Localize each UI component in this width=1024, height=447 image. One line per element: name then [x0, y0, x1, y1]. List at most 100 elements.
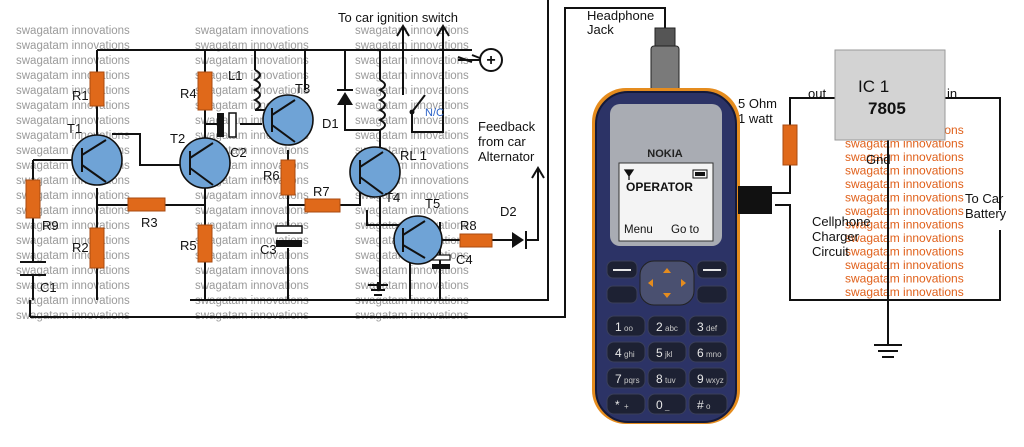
- capacitors: [20, 112, 451, 276]
- diode-d2: [512, 232, 524, 248]
- ic-gnd-label: Gnd: [866, 152, 891, 167]
- softkey-right-label: Go to: [671, 224, 699, 236]
- watermark-text: swagatam innovations: [355, 265, 469, 277]
- resistor-r9: [25, 179, 41, 219]
- watermark-text: swagatam innovations: [845, 164, 964, 178]
- watermark-text: swagatam innovations: [195, 25, 309, 37]
- watermark-text: swagatam innovations: [16, 25, 130, 37]
- diode-d1: [337, 92, 353, 105]
- watermark-text: swagatam innovations: [355, 70, 469, 82]
- component-labels: R1 R2 R3 R4 R5 R6 R7 R8 R9 T1 T2 T3 T4 T…: [40, 68, 517, 295]
- key-letters: o: [706, 402, 711, 411]
- label-c1: C1: [40, 280, 57, 295]
- nav-pad[interactable]: [639, 260, 695, 306]
- ic-in-label: in: [947, 86, 957, 101]
- label-c2: C2: [230, 145, 247, 160]
- key-letters: jkl: [664, 350, 673, 359]
- capacitor-c1: [20, 261, 46, 276]
- key-number: 2: [656, 320, 663, 334]
- resistor-r5: [197, 224, 213, 263]
- key-letters: abc: [665, 324, 678, 333]
- transistor-t1: [71, 134, 123, 186]
- positive-terminal-label: +: [486, 52, 495, 69]
- watermark-text: swagatam innovations: [16, 70, 130, 82]
- label-r4: R4: [180, 86, 197, 101]
- label-r5: R5: [180, 238, 197, 253]
- label-t2: T2: [170, 131, 185, 146]
- transistor-t2: [179, 137, 231, 189]
- end-button[interactable]: [696, 285, 728, 304]
- resistor-r8: [459, 233, 493, 248]
- call-button[interactable]: [606, 285, 638, 304]
- watermark-text: swagatam innovations: [16, 190, 130, 202]
- key-number: #: [697, 398, 704, 412]
- label-d2: D2: [500, 204, 517, 219]
- key-number: 9: [697, 372, 704, 386]
- inductor-l1: [252, 69, 261, 111]
- watermark-text: swagatam innovations: [16, 295, 130, 307]
- label-r8: R8: [460, 218, 477, 233]
- label-d1: D1: [322, 116, 339, 131]
- relay-coil-rl1: [377, 79, 386, 131]
- watermark-text: swagatam innovations: [16, 115, 130, 127]
- label-r6: R6: [263, 168, 280, 183]
- watermark-text: swagatam innovations: [355, 25, 469, 37]
- resistor-5ohm: [782, 124, 798, 166]
- label-t1: T1: [67, 121, 82, 136]
- key-number: 6: [697, 346, 704, 360]
- key-number: 7: [615, 372, 622, 386]
- key-letters: ghi: [624, 350, 635, 359]
- watermark-text: swagatam innovations: [195, 205, 309, 217]
- headphone-plug: [650, 27, 680, 93]
- watermark-left: swagatam innovations swagatam innovations…: [16, 25, 469, 322]
- key-number: 3: [697, 320, 704, 334]
- ic-out-label: out: [808, 86, 826, 101]
- watermark-text: swagatam innovations: [845, 272, 964, 286]
- label-r1: R1: [72, 88, 89, 103]
- key-0[interactable]: 0_: [647, 393, 687, 415]
- key-letters: +: [624, 402, 629, 411]
- resistor-r7: [304, 198, 341, 213]
- label-rl1: RL 1: [400, 148, 427, 163]
- watermark-text: swagatam innovations: [845, 204, 964, 218]
- label-t4: T4: [385, 190, 400, 205]
- ic-7805: IC 1 7805 Gnd: [834, 49, 946, 167]
- resistor-r3: [127, 197, 166, 212]
- resistor-r4: [197, 71, 213, 111]
- key-number: 8: [656, 372, 663, 386]
- softkey-left-label: Menu: [624, 224, 653, 236]
- watermark-text: swagatam innovations: [195, 265, 309, 277]
- label-r7: R7: [313, 184, 330, 199]
- key-star[interactable]: *+: [606, 393, 646, 415]
- ic-name: IC 1: [858, 77, 889, 96]
- watermark-text: swagatam innovations: [355, 85, 469, 97]
- watermark-text: swagatam innovations: [845, 150, 964, 164]
- label-t5: T5: [425, 196, 440, 211]
- key-number: 1: [615, 320, 622, 334]
- key-letters: tuv: [665, 376, 676, 385]
- capacitor-c3-plate2: [276, 240, 302, 247]
- watermark-text: swagatam innovations: [195, 70, 309, 82]
- key-number: 5: [656, 346, 663, 360]
- key-number: 4: [615, 346, 622, 360]
- relay-contact: [409, 109, 415, 115]
- key-number: 0: [656, 398, 663, 412]
- key-hash[interactable]: #o: [688, 393, 728, 415]
